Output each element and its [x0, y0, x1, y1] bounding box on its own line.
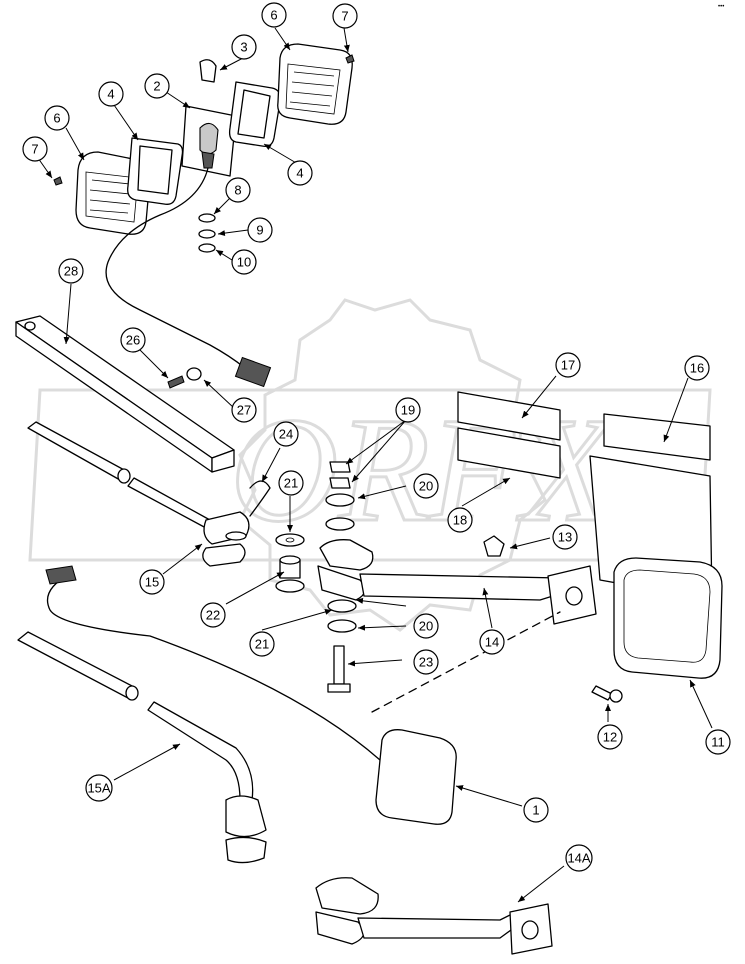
svg-text:7: 7	[341, 9, 348, 24]
corner-code: •••	[718, 4, 724, 10]
callout-12: 12	[597, 724, 623, 750]
callout-1: 1	[523, 797, 549, 823]
callout-15A: 15A	[85, 774, 113, 802]
callout-4-left: 4	[98, 81, 124, 107]
svg-text:24: 24	[279, 427, 293, 442]
svg-text:7: 7	[31, 142, 38, 157]
svg-text:22: 22	[206, 608, 220, 623]
callout-24: 24	[273, 421, 299, 447]
svg-text:17: 17	[561, 358, 575, 373]
svg-text:4: 4	[107, 87, 114, 102]
callout-2: 2	[144, 73, 170, 99]
lower-mirror-assembly	[45, 565, 561, 825]
svg-text:19: 19	[401, 403, 415, 418]
callouts: 6 7 3 2 4 6 7 4 8 9 10 28 26 27 24 19 21…	[22, 2, 731, 872]
svg-text:14A: 14A	[567, 851, 590, 866]
callout-18: 18	[447, 507, 473, 533]
svg-text:20: 20	[419, 479, 433, 494]
callout-17: 17	[555, 352, 581, 378]
callout-7-top: 7	[332, 3, 358, 29]
callout-15: 15	[139, 569, 165, 595]
callout-9: 9	[247, 217, 273, 243]
lower-bracket-arm-alt	[315, 877, 553, 955]
screw-and-nut	[167, 367, 202, 389]
svg-text:3: 3	[240, 40, 247, 55]
flange-bolt	[591, 685, 623, 703]
nut	[483, 535, 505, 557]
svg-text:11: 11	[711, 735, 725, 750]
svg-text:8: 8	[234, 183, 241, 198]
callout-23: 23	[413, 649, 439, 675]
callout-27: 27	[231, 397, 257, 423]
callout-28: 28	[58, 258, 84, 284]
svg-text:23: 23	[419, 655, 433, 670]
svg-text:10: 10	[237, 255, 251, 270]
svg-text:6: 6	[270, 8, 277, 23]
upper-lamp-assembly	[53, 43, 355, 388]
svg-text:21: 21	[255, 637, 269, 652]
svg-text:9: 9	[256, 223, 263, 238]
callout-10: 10	[231, 249, 257, 275]
svg-text:27: 27	[237, 403, 251, 418]
callout-21-top: 21	[278, 470, 304, 496]
callout-7-left: 7	[22, 136, 48, 162]
mounting-bar	[15, 315, 235, 473]
callout-6-left: 6	[44, 105, 70, 131]
callout-14: 14	[479, 629, 505, 655]
hardware-stack-right	[325, 461, 357, 633]
callout-21-bottom: 21	[249, 631, 275, 657]
callout-4-right: 4	[287, 160, 313, 186]
hair-pin	[249, 480, 271, 517]
upper-mirror-arm	[27, 421, 250, 567]
svg-text:15: 15	[145, 575, 159, 590]
svg-text:16: 16	[690, 361, 704, 376]
callout-8: 8	[225, 177, 251, 203]
svg-text:14: 14	[485, 635, 499, 650]
svg-text:15A: 15A	[87, 781, 110, 796]
callout-22: 22	[200, 602, 226, 628]
callout-11: 11	[705, 729, 731, 755]
svg-text:13: 13	[558, 530, 572, 545]
svg-text:26: 26	[126, 333, 140, 348]
lower-mirror-arm	[17, 631, 267, 864]
svg-text:1: 1	[532, 803, 539, 818]
svg-text:6: 6	[53, 111, 60, 126]
svg-text:20: 20	[419, 619, 433, 634]
svg-text:2: 2	[153, 79, 160, 94]
callout-19: 19	[395, 397, 421, 423]
svg-text:18: 18	[453, 513, 467, 528]
callout-13: 13	[552, 524, 578, 550]
svg-text:4: 4	[296, 166, 303, 181]
washer-stack-left	[275, 533, 305, 593]
svg-text:21: 21	[284, 476, 298, 491]
mirror-head-right	[613, 557, 723, 679]
leader-lines	[37, 27, 713, 903]
callout-6-top: 6	[261, 2, 287, 28]
svg-text:28: 28	[64, 264, 78, 279]
callout-3: 3	[231, 34, 257, 60]
svg-text:12: 12	[603, 730, 617, 745]
callout-20-top: 20	[413, 473, 439, 499]
callout-20-bottom: 20	[413, 613, 439, 639]
lower-bracket-arm	[317, 539, 597, 625]
callout-16: 16	[684, 355, 710, 381]
callout-14A: 14A	[565, 844, 593, 872]
callout-26: 26	[120, 327, 146, 353]
bolt	[327, 645, 351, 693]
